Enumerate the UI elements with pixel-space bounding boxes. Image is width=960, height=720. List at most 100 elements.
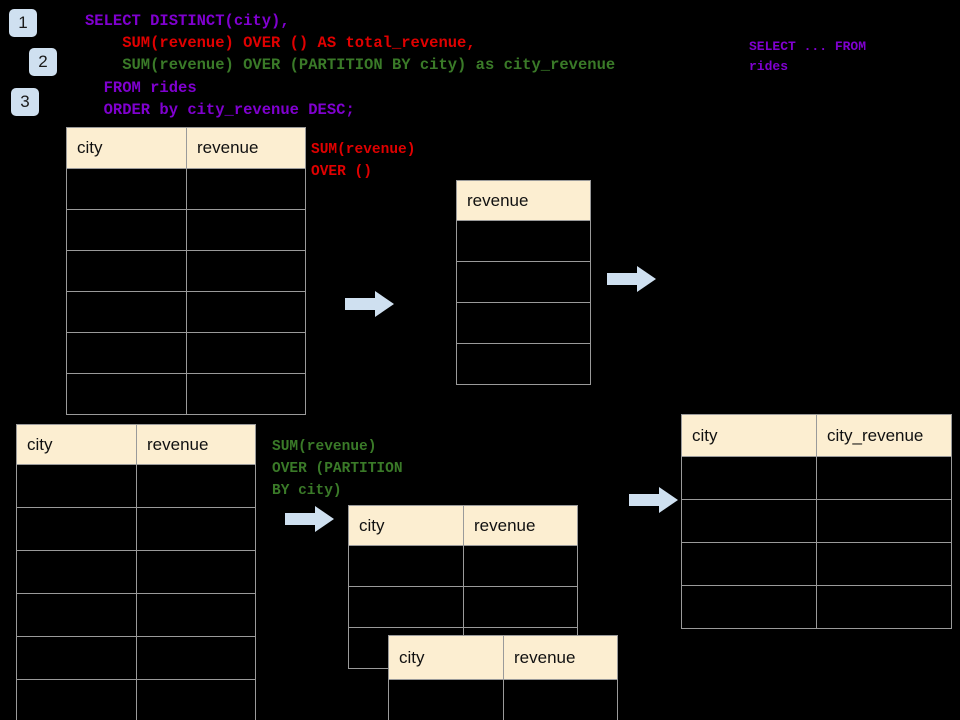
table-row bbox=[66, 209, 306, 251]
table-row bbox=[456, 261, 591, 303]
table-header-row: city revenue bbox=[348, 505, 578, 546]
table-header-row: city revenue bbox=[16, 424, 256, 465]
column-header-city-revenue: city_revenue bbox=[816, 414, 952, 457]
table-row bbox=[66, 168, 306, 210]
table-body bbox=[388, 679, 618, 720]
column-header-revenue: revenue bbox=[186, 127, 306, 169]
table-row bbox=[16, 507, 256, 551]
table-cell bbox=[463, 545, 578, 587]
table-row bbox=[16, 464, 256, 508]
table-cell bbox=[66, 250, 187, 292]
table-cell bbox=[136, 593, 256, 637]
table-cell bbox=[681, 542, 817, 586]
table-cell bbox=[388, 679, 504, 720]
arrow-source-to-total bbox=[345, 291, 394, 317]
table-cell bbox=[456, 220, 591, 262]
annotation-sum-over-partition: SUM(revenue) OVER (PARTITION BY city) bbox=[272, 439, 403, 499]
table-body bbox=[681, 456, 952, 629]
sql-line-city-revenue: SUM(revenue) OVER (PARTITION BY city) as… bbox=[85, 56, 616, 74]
table-source-top: city revenue bbox=[66, 127, 306, 415]
table-cell bbox=[186, 332, 306, 374]
table-body bbox=[66, 168, 306, 415]
table-row bbox=[681, 499, 952, 543]
table-row bbox=[456, 220, 591, 262]
table-total-revenue: revenue bbox=[456, 180, 591, 385]
table-cell bbox=[66, 168, 187, 210]
column-header-city: city bbox=[348, 505, 464, 546]
table-cell bbox=[16, 507, 137, 551]
step-badge-1: 1 bbox=[9, 9, 37, 37]
table-row bbox=[348, 545, 578, 587]
table-header-row: revenue bbox=[456, 180, 591, 221]
column-header-city: city bbox=[681, 414, 817, 457]
sql-line-select-distinct: SELECT DISTINCT(city), bbox=[85, 12, 290, 30]
table-row bbox=[16, 550, 256, 594]
table-cell bbox=[16, 464, 137, 508]
table-source-bottom: city revenue bbox=[16, 424, 256, 720]
sql-line-order-by: ORDER by city_revenue DESC; bbox=[85, 101, 355, 119]
table-cell bbox=[186, 250, 306, 292]
table-cell bbox=[186, 168, 306, 210]
column-header-city: city bbox=[388, 635, 504, 680]
table-cell bbox=[136, 464, 256, 508]
table-cell bbox=[348, 586, 464, 628]
table-row bbox=[456, 343, 591, 385]
table-cell bbox=[136, 679, 256, 720]
table-cell bbox=[816, 542, 952, 586]
table-result: city city_revenue bbox=[681, 414, 952, 629]
table-cell bbox=[681, 499, 817, 543]
table-cell bbox=[816, 585, 952, 629]
table-body bbox=[456, 220, 591, 385]
column-header-revenue: revenue bbox=[136, 424, 256, 465]
table-cell bbox=[681, 585, 817, 629]
table-cell bbox=[456, 261, 591, 303]
table-row bbox=[388, 679, 618, 720]
table-cell bbox=[66, 209, 187, 251]
table-row bbox=[66, 373, 306, 415]
table-cell bbox=[186, 373, 306, 415]
table-cell bbox=[16, 636, 137, 680]
table-cell bbox=[16, 679, 137, 720]
table-cell bbox=[463, 586, 578, 628]
table-row bbox=[456, 302, 591, 344]
table-row bbox=[681, 585, 952, 629]
table-row bbox=[66, 291, 306, 333]
table-cell bbox=[16, 593, 137, 637]
table-row bbox=[348, 586, 578, 628]
annotation-sum-over-empty: SUM(revenue) OVER () bbox=[311, 142, 416, 180]
sql-line-total-revenue: SUM(revenue) OVER () AS total_revenue, bbox=[85, 34, 476, 52]
table-partition-b: city revenue bbox=[388, 635, 618, 720]
table-row bbox=[16, 636, 256, 680]
table-cell bbox=[136, 507, 256, 551]
column-header-revenue: revenue bbox=[456, 180, 591, 221]
table-cell bbox=[66, 373, 187, 415]
step-badge-3: 3 bbox=[11, 88, 39, 116]
arrow-total-to-result bbox=[607, 266, 656, 292]
table-row bbox=[66, 250, 306, 292]
table-cell bbox=[136, 550, 256, 594]
table-cell bbox=[348, 545, 464, 587]
column-header-city: city bbox=[16, 424, 137, 465]
table-row bbox=[16, 679, 256, 720]
table-header-row: city revenue bbox=[388, 635, 618, 680]
table-cell bbox=[136, 636, 256, 680]
table-cell bbox=[456, 302, 591, 344]
table-cell bbox=[66, 291, 187, 333]
sql-line-from-rides: FROM rides bbox=[85, 79, 197, 97]
column-header-revenue: revenue bbox=[463, 505, 578, 546]
table-cell bbox=[503, 679, 618, 720]
step-badge-2: 2 bbox=[29, 48, 57, 76]
table-header-row: city city_revenue bbox=[681, 414, 952, 457]
column-header-revenue: revenue bbox=[503, 635, 618, 680]
column-header-city: city bbox=[66, 127, 187, 169]
table-cell bbox=[681, 456, 817, 500]
table-cell bbox=[186, 209, 306, 251]
arrow-source-to-partition bbox=[285, 506, 334, 532]
table-cell bbox=[66, 332, 187, 374]
table-cell bbox=[16, 550, 137, 594]
table-body bbox=[16, 464, 256, 720]
arrow-partition-to-result bbox=[629, 487, 678, 513]
table-cell bbox=[816, 499, 952, 543]
table-row bbox=[681, 456, 952, 500]
